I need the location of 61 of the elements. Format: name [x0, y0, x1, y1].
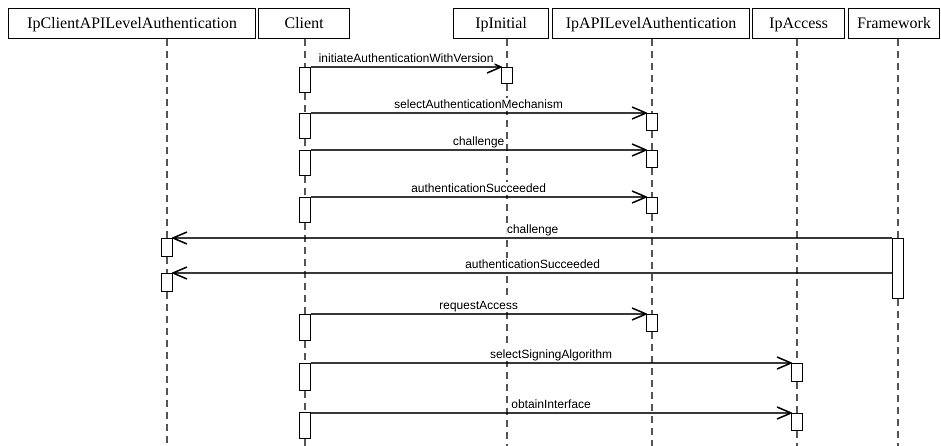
lifeline: [651, 214, 653, 314]
lifeline: [796, 431, 798, 446]
activation-bar: [791, 363, 803, 382]
message-label: challenge: [452, 135, 506, 148]
activation-bar: [646, 113, 658, 131]
activation-bar: [299, 363, 311, 391]
lifeline: [796, 382, 798, 413]
lifeline: [506, 84, 508, 446]
lifeline-header: Framework: [848, 8, 940, 39]
message-arrow: [172, 266, 892, 280]
lifeline: [651, 131, 653, 150]
lifeline: [304, 223, 306, 314]
lifeline: [166, 292, 168, 446]
activation-bar: [299, 113, 311, 139]
message-label: initiateAuthenticationWithVersion: [318, 52, 494, 65]
message-label: authenticationSucceeded: [464, 258, 601, 271]
lifeline: [304, 176, 306, 197]
lifeline: [304, 391, 306, 412]
activation-bar: [299, 314, 311, 341]
activation-bar: [501, 67, 513, 84]
message-label: requestAccess: [438, 299, 519, 312]
lifeline: [166, 257, 168, 273]
message-arrow: [311, 406, 792, 420]
lifeline: [304, 439, 306, 446]
message-arrow: [311, 307, 647, 321]
activation-bar: [646, 314, 658, 332]
activation-bar: [161, 273, 173, 292]
lifeline-header: Client: [258, 8, 350, 39]
activation-bar: [299, 412, 311, 439]
message-label: obtainInterface: [510, 398, 592, 411]
message-arrow: [311, 106, 647, 120]
lifeline-header: IpAccess: [752, 8, 845, 39]
lifeline: [304, 39, 306, 67]
message-label: challenge: [506, 223, 560, 236]
activation-bar: [646, 150, 658, 168]
lifeline-header: IpAPILevelAuthentication: [552, 8, 750, 39]
lifeline: [166, 39, 168, 238]
message-arrow: [311, 356, 792, 370]
message-arrow: [311, 190, 647, 204]
lifeline: [651, 39, 653, 113]
message-label: selectSigningAlgorithm: [488, 348, 614, 361]
activation-bar: [892, 238, 904, 299]
lifeline: [651, 168, 653, 197]
activation-bar: [161, 238, 173, 257]
message-label: authenticationSucceeded: [410, 182, 547, 195]
activation-bar: [299, 197, 311, 223]
lifeline: [304, 341, 306, 363]
lifeline: [651, 332, 653, 446]
lifeline: [897, 299, 899, 446]
message-arrow: [311, 143, 647, 157]
lifeline: [304, 93, 306, 113]
activation-bar: [646, 197, 658, 214]
lifeline: [897, 39, 899, 238]
lifeline: [506, 39, 508, 67]
activation-bar: [299, 150, 311, 176]
activation-bar: [791, 413, 803, 431]
lifeline-header: IpInitial: [453, 8, 549, 39]
message-label: selectAuthenticationMechanism: [393, 98, 564, 111]
activation-bar: [299, 67, 311, 93]
lifeline-header: IpClientAPILevelAuthentication: [8, 8, 256, 39]
message-arrow: [172, 231, 892, 245]
